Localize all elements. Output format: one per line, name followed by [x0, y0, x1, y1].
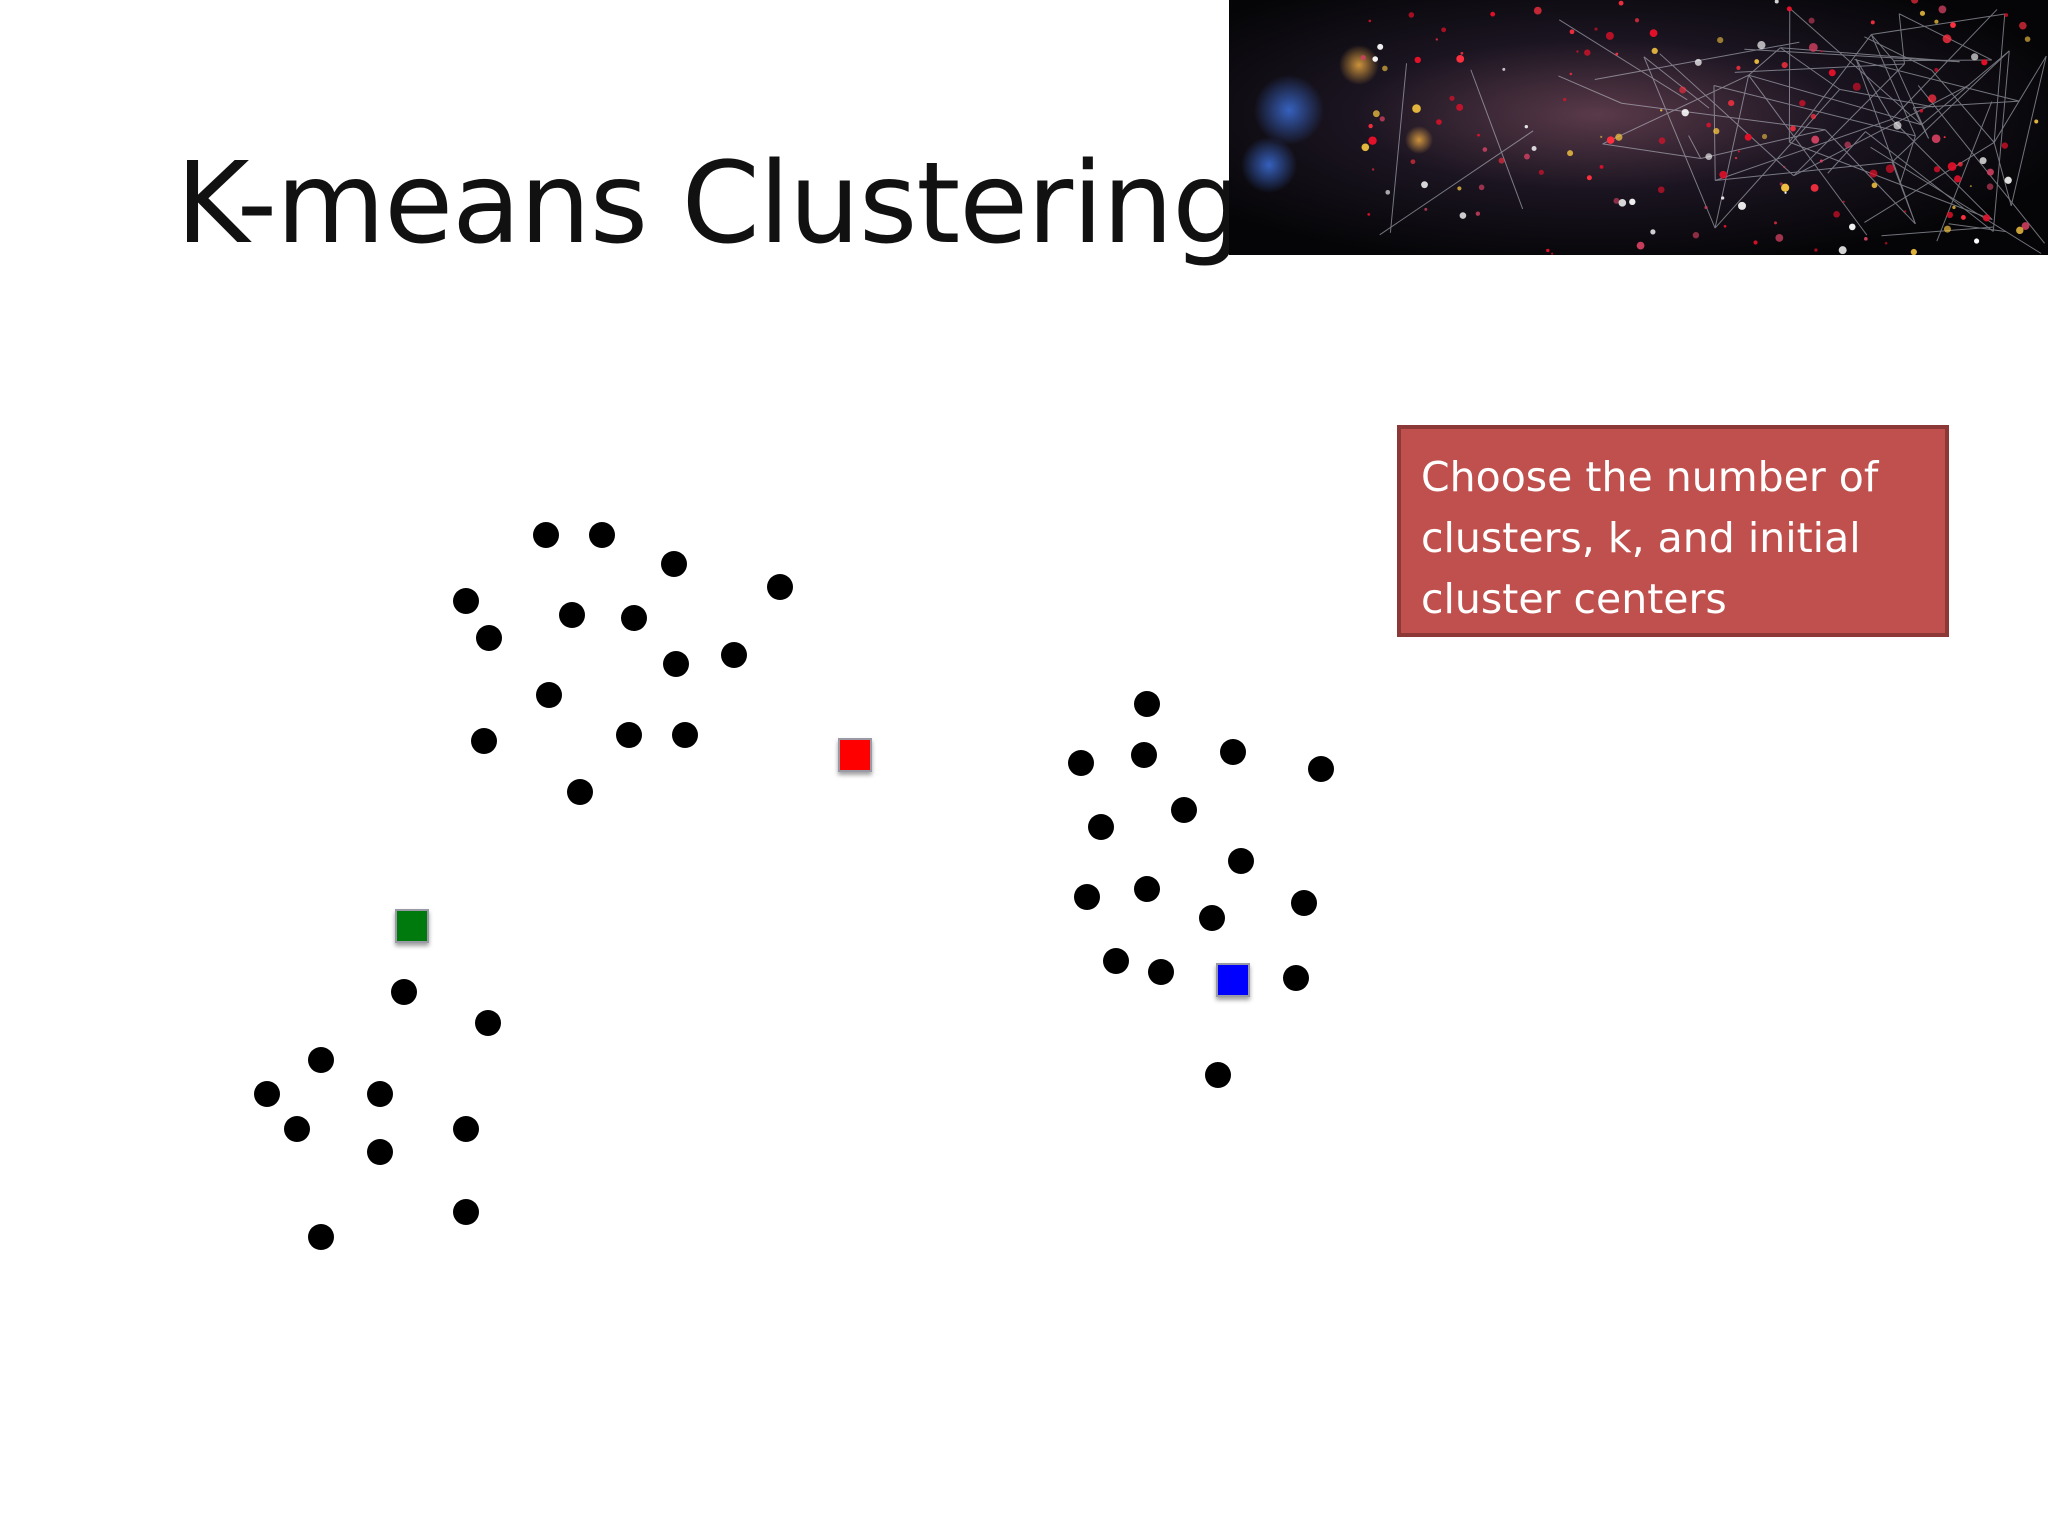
data-point — [475, 1010, 501, 1036]
data-point — [367, 1081, 393, 1107]
data-point — [1199, 905, 1225, 931]
data-point — [559, 602, 585, 628]
data-point — [453, 1199, 479, 1225]
data-points — [254, 522, 1334, 1250]
data-point — [621, 605, 647, 631]
centroid-red — [839, 739, 871, 771]
data-point — [1283, 965, 1309, 991]
data-point — [1103, 948, 1129, 974]
data-point — [1171, 797, 1197, 823]
centroid-green — [396, 910, 428, 942]
instruction-callout: Choose the number of clusters, k, and in… — [1397, 425, 1949, 637]
data-point — [1134, 876, 1160, 902]
data-point — [616, 722, 642, 748]
data-point — [533, 522, 559, 548]
data-point — [1291, 890, 1317, 916]
data-point — [721, 642, 747, 668]
data-point — [308, 1224, 334, 1250]
data-point — [284, 1116, 310, 1142]
data-point — [661, 551, 687, 577]
data-point — [567, 779, 593, 805]
data-point — [1220, 739, 1246, 765]
data-point — [367, 1139, 393, 1165]
data-point — [1068, 750, 1094, 776]
data-point — [589, 522, 615, 548]
data-point — [663, 651, 689, 677]
data-point — [767, 574, 793, 600]
data-point — [391, 979, 417, 1005]
data-point — [1074, 884, 1100, 910]
data-point — [1131, 742, 1157, 768]
centroid-blue — [1217, 964, 1249, 996]
data-point — [1228, 848, 1254, 874]
data-point — [1308, 756, 1334, 782]
data-point — [453, 1116, 479, 1142]
data-point — [1148, 959, 1174, 985]
data-point — [1134, 691, 1160, 717]
data-point — [476, 625, 502, 651]
data-point — [1088, 814, 1114, 840]
data-point — [254, 1081, 280, 1107]
data-point — [308, 1047, 334, 1073]
data-point — [471, 728, 497, 754]
data-point — [536, 682, 562, 708]
data-point — [672, 722, 698, 748]
data-point — [453, 588, 479, 614]
data-point — [1205, 1062, 1231, 1088]
